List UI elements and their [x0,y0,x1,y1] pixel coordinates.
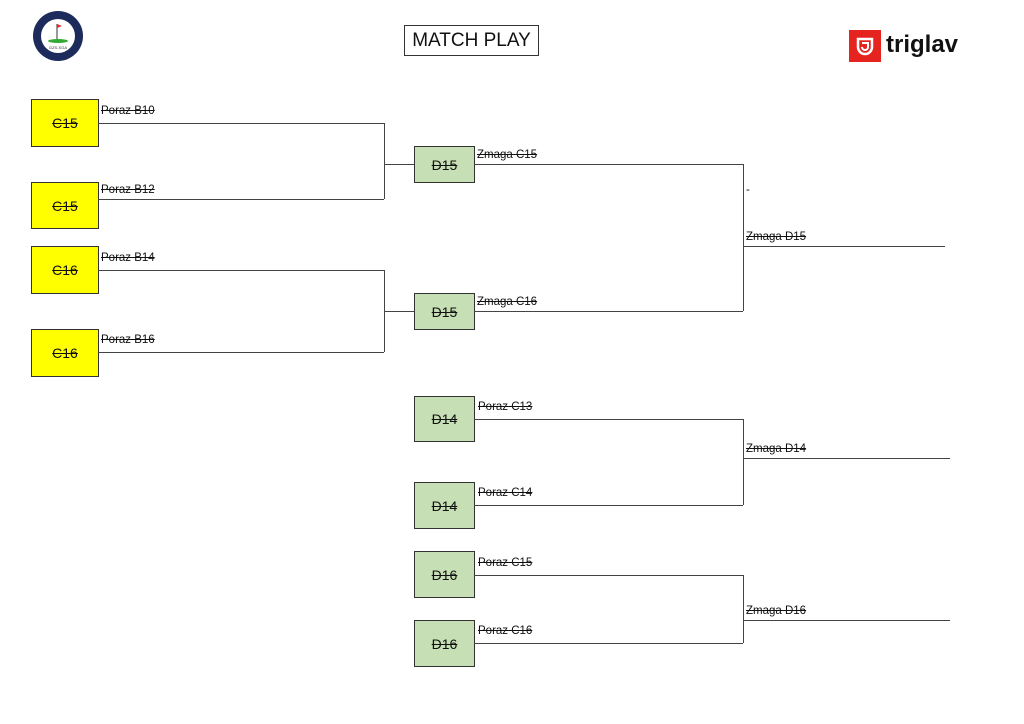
match-label: Zmaga C15 [477,149,538,161]
bracket-line [384,123,385,199]
bracket-line [384,311,414,312]
bracket-line [474,575,743,576]
seed-box: D15 [414,146,475,183]
match-label: Zmaga C16 [477,296,538,308]
seed-box: D15 [414,293,475,330]
match-label: Poraz B10 [101,105,155,117]
bracket-line [743,419,744,505]
bracket-line [743,246,945,247]
bracket-line [384,164,414,165]
sponsor-logo-text: triglav [886,31,959,58]
winner-label: Zmaga D16 [746,605,807,617]
winner-label: Zmaga D14 [746,443,807,455]
seed-box: C16 [31,246,99,294]
bracket-line [474,643,743,644]
bracket-line [743,620,950,621]
match-label: Poraz C16 [478,625,533,637]
match-label: Poraz B12 [101,184,155,196]
bracket-line [474,419,743,420]
svg-text:GZS-SGA: GZS-SGA [49,45,67,50]
bracket-line [474,164,743,165]
match-label: Poraz B16 [101,334,155,346]
gzs-logo: GZS-SGA [33,11,83,61]
match-label: Poraz B14 [101,252,155,264]
triglav-shield-icon [849,30,881,62]
seed-box: D14 [414,482,475,529]
seed-box: C15 [31,99,99,147]
bracket-line [743,458,950,459]
bracket-line [474,505,743,506]
page-title: MATCH PLAY [404,25,539,56]
bracket-line [98,123,384,124]
seed-box: D14 [414,396,475,442]
match-label: Poraz C15 [478,557,533,569]
bracket-line [98,199,384,200]
bracket-line [98,352,384,353]
winner-label: Zmaga D15 [746,231,807,243]
seed-box: D16 [414,620,475,667]
bracket-line [743,164,744,311]
bracket-line [743,575,744,643]
seed-box: C16 [31,329,99,377]
match-label: Poraz C13 [478,401,533,413]
bracket-line [474,311,743,312]
match-label: Poraz C14 [478,487,533,499]
seed-box: C15 [31,182,99,229]
bracket-line [98,270,384,271]
seed-box: D16 [414,551,475,598]
placeholder-dash: - [746,184,750,196]
